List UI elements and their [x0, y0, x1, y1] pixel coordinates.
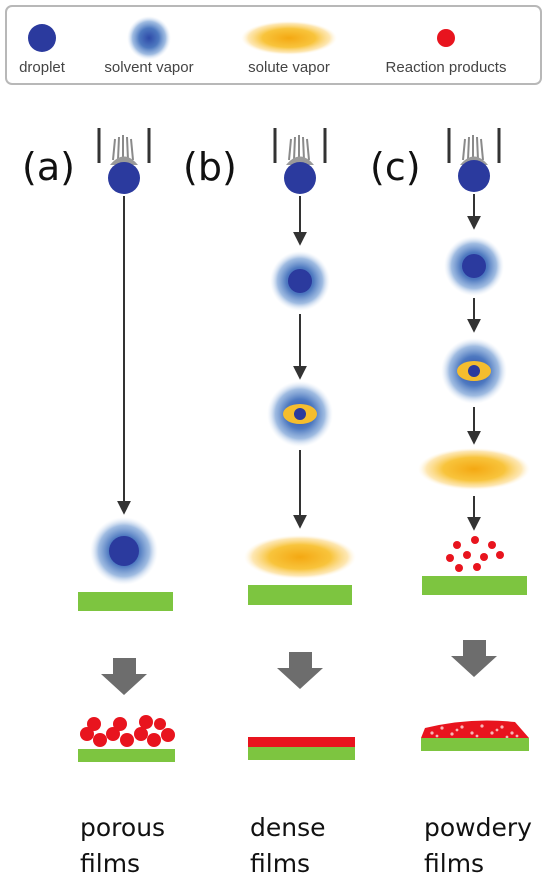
caption-line1: dense [250, 813, 326, 842]
legend-droplet-label: droplet [19, 59, 66, 76]
caption-line2: films [80, 849, 140, 878]
panel-label-b: (b) [183, 145, 237, 189]
droplet [458, 160, 490, 192]
solute-vapor-cloud [418, 448, 530, 490]
legend-reaction-products-icon [437, 29, 455, 47]
porous-film-particles [80, 715, 175, 747]
process-arrow [101, 658, 147, 695]
droplet [108, 162, 140, 194]
solute-vapor-cloud [244, 535, 356, 579]
powdery-film-layer [421, 720, 529, 738]
legend-solvent-vapor-icon [127, 16, 171, 60]
film-substrate [421, 738, 529, 751]
reaction-products-cloud [446, 536, 504, 572]
film-substrate [248, 747, 355, 760]
panel-label-a: (a) [22, 145, 75, 189]
process-arrow [451, 640, 497, 677]
droplet-core [468, 365, 480, 377]
legend-droplet-icon [28, 24, 56, 52]
column-a: porous films [78, 128, 175, 878]
droplet-core [462, 254, 486, 278]
panel-label-c: (c) [370, 145, 421, 189]
nozzle-icon [273, 128, 327, 165]
caption-line2: films [424, 849, 484, 878]
droplet [284, 162, 316, 194]
droplet-core [294, 408, 306, 420]
column-b: dense films [244, 128, 356, 878]
droplet-core [288, 269, 312, 293]
legend: droplet solvent vapor solute vapor React… [5, 5, 542, 85]
nozzle-icon [447, 128, 501, 165]
legend-solute-vapor-icon [241, 21, 337, 55]
powdery-film-texture [430, 724, 519, 739]
substrate [248, 585, 352, 605]
substrate [422, 576, 527, 595]
process-arrow [277, 652, 323, 689]
caption-line1: powdery [424, 813, 532, 842]
legend-solvent-vapor-label: solvent vapor [104, 59, 193, 76]
droplet-core [109, 536, 139, 566]
nozzle-icon [97, 128, 151, 165]
column-c: powdery films [418, 128, 532, 878]
film-substrate [78, 749, 175, 762]
caption-line1: porous [80, 813, 165, 842]
legend-solute-vapor-label: solute vapor [248, 59, 330, 76]
substrate [78, 592, 173, 611]
dense-film-layer [248, 737, 355, 747]
legend-reaction-products-label: Reaction products [386, 59, 507, 76]
caption-line2: films [250, 849, 310, 878]
